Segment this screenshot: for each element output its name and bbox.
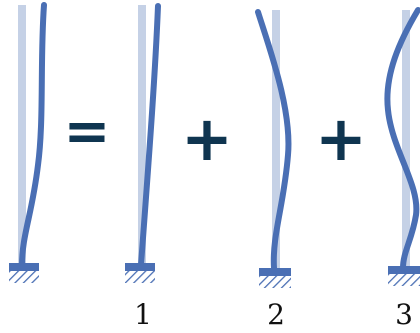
- ground-hatch: [125, 271, 155, 283]
- ground-hatch: [259, 276, 291, 288]
- equals-operator: =: [64, 99, 111, 164]
- reference-bar: [402, 10, 410, 270]
- fixed-support: [388, 266, 420, 274]
- reference-bar: [138, 5, 146, 263]
- reference-bar: [272, 10, 280, 270]
- beam-total: [9, 2, 47, 283]
- mode-label-2: 2: [267, 298, 285, 331]
- deflected-beam: [138, 3, 161, 268]
- beam-mode-3: [384, 7, 420, 286]
- reference-bar: [18, 5, 26, 263]
- beam-mode-1: [125, 3, 161, 283]
- plus-operator: +: [181, 102, 233, 175]
- mode-label-1: 1: [134, 298, 152, 331]
- ground-hatch: [9, 271, 39, 283]
- beam-mode-2: [255, 9, 292, 288]
- deflected-beam: [255, 9, 292, 271]
- ground-hatch: [388, 274, 420, 286]
- mode-label-3: 3: [395, 298, 413, 331]
- fixed-support: [9, 263, 39, 271]
- fixed-support: [125, 263, 155, 271]
- deflected-beam: [384, 7, 420, 271]
- fixed-support: [259, 268, 291, 276]
- deflected-beam: [19, 2, 47, 268]
- plus-operator: +: [315, 102, 367, 175]
